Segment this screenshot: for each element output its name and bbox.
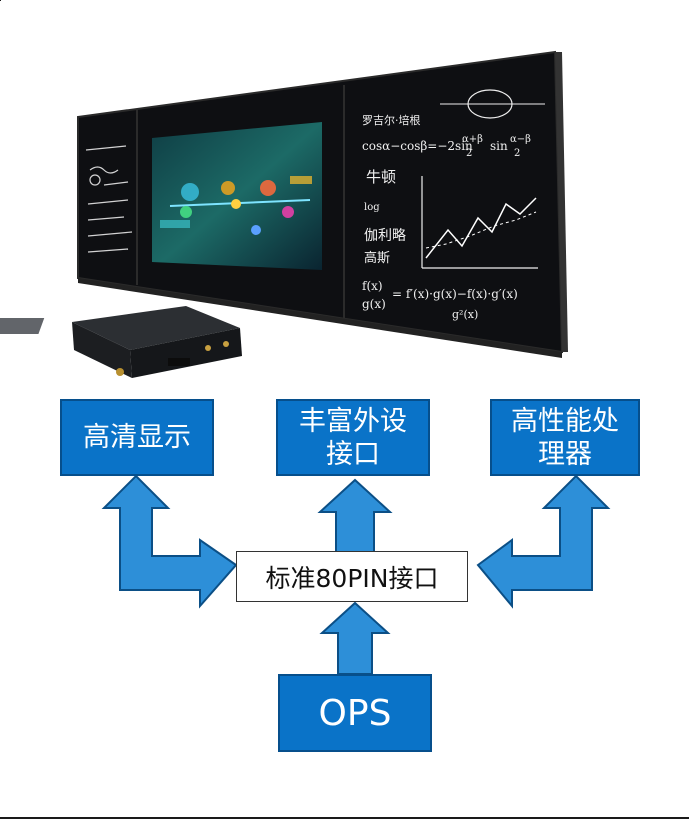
product-illustration: 罗吉尔·培根 cosα−cosβ=−2sin α+β 2 sin α−β 2 牛…	[0, 50, 568, 378]
svg-text:sin: sin	[490, 139, 508, 153]
svg-text:高斯: 高斯	[364, 250, 390, 266]
svg-text:罗吉尔·培根: 罗吉尔·培根	[362, 113, 421, 127]
display-screen	[152, 122, 322, 270]
hd-display-label: 高清显示	[83, 422, 191, 453]
ops-module-image	[0, 306, 242, 378]
arrow-interface-to-display	[101, 474, 238, 609]
processor-box: 高性能处 理器	[490, 399, 640, 476]
svg-text:cosα−cosβ=−2sin: cosα−cosβ=−2sin	[362, 139, 473, 153]
top-left-rule	[0, 0, 1, 1]
left-panel-chalk	[85, 145, 133, 253]
peripherals-label-line1: 丰富外设	[299, 405, 407, 437]
svg-text:2: 2	[514, 148, 520, 159]
arrow-interface-to-processor	[476, 474, 611, 609]
peripherals-label-line2: 接口	[326, 438, 380, 470]
svg-text:log: log	[364, 202, 380, 213]
processor-label-line2: 理器	[538, 438, 592, 470]
interface-box: 标准80PIN接口	[236, 551, 468, 602]
arrow-ops-to-interface	[319, 601, 391, 675]
svg-text:α+β: α+β	[462, 134, 483, 145]
peripherals-box: 丰富外设 接口	[276, 399, 430, 476]
ops-box: OPS	[278, 674, 432, 752]
processor-label-line1: 高性能处	[511, 405, 619, 437]
svg-text:α−β: α−β	[510, 134, 531, 145]
bottom-rule	[0, 817, 689, 819]
hd-display-box: 高清显示	[60, 399, 214, 476]
interface-label: 标准80PIN接口	[265, 563, 439, 593]
svg-text:牛顿: 牛顿	[366, 168, 396, 186]
ops-label: OPS	[318, 692, 392, 734]
arrow-interface-to-peripherals	[317, 478, 393, 553]
svg-text:g(x): g(x)	[362, 297, 386, 311]
svg-text:2: 2	[466, 148, 472, 159]
svg-text:= f′(x)·g(x)−f(x)·g′(x): = f′(x)·g(x)−f(x)·g′(x)	[392, 287, 518, 301]
svg-text:伽利略: 伽利略	[364, 228, 406, 244]
svg-text:f(x): f(x)	[362, 279, 383, 293]
svg-text:g²(x): g²(x)	[452, 308, 478, 321]
right-panel-math: 罗吉尔·培根 cosα−cosβ=−2sin α+β 2 sin α−β 2 牛…	[362, 89, 545, 321]
